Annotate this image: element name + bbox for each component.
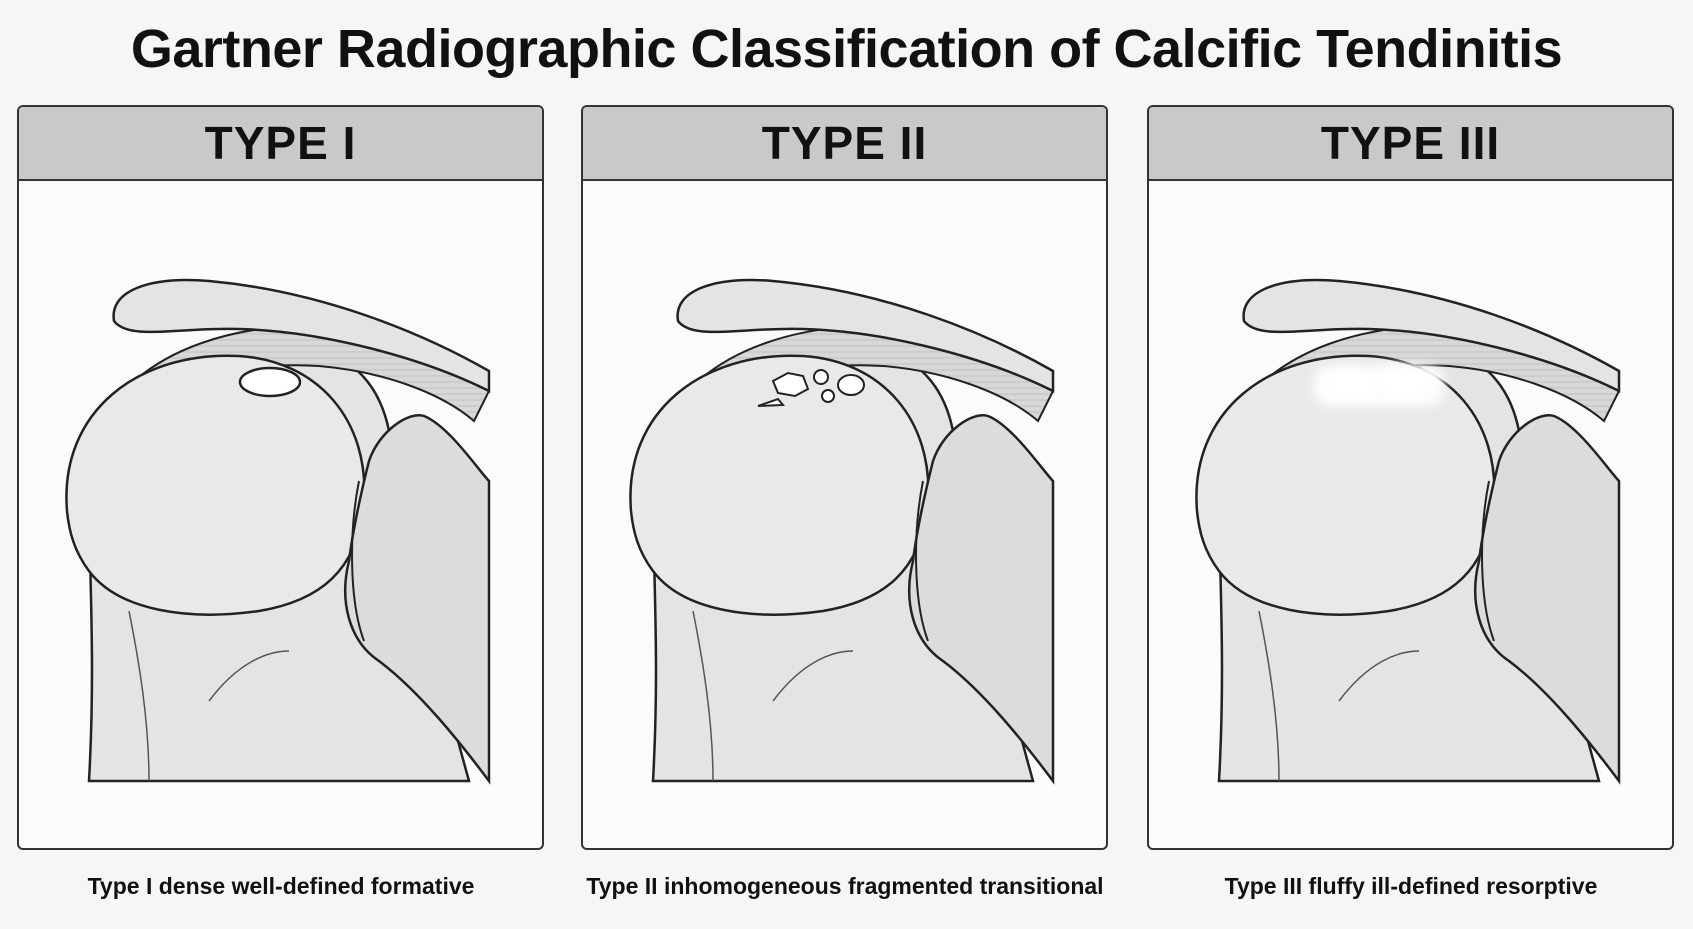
deposit-fragment	[771, 371, 810, 398]
glenoid-rim	[1481, 480, 1495, 642]
calcific-deposit-dense	[238, 366, 302, 398]
deposit-fragment	[757, 397, 786, 407]
bone-contour	[1338, 650, 1420, 702]
shoulder-illustration-type-2	[629, 278, 1055, 785]
panel-type-1: TYPE I	[17, 105, 544, 850]
acromion	[1242, 278, 1621, 394]
bone-contour	[772, 650, 854, 702]
acromion	[112, 278, 491, 394]
acromion	[676, 278, 1055, 394]
deposit-fragment	[821, 389, 835, 403]
glenoid-rim	[351, 480, 365, 642]
glenoid-rim	[915, 480, 929, 642]
panel-header-type-3: TYPE III	[1149, 107, 1672, 181]
bone-contour	[1258, 610, 1280, 782]
shoulder-illustration-type-3	[1195, 278, 1621, 785]
calcific-deposit-fragmented	[757, 369, 865, 407]
glenoid	[1474, 413, 1621, 785]
caption-type-2: Type II inhomogeneous fragmented transit…	[586, 873, 1104, 899]
panel-header-type-2: TYPE II	[583, 107, 1106, 181]
shoulder-anatomy	[629, 278, 1055, 785]
calcific-deposit-fluffy	[1314, 365, 1444, 406]
shoulder-illustration-type-1	[65, 278, 491, 785]
deposit-fragment	[837, 374, 865, 396]
humeral-head	[629, 354, 930, 616]
panel-header-type-1: TYPE I	[19, 107, 542, 181]
glenoid	[344, 413, 491, 785]
caption-type-1: Type I dense well-defined formative	[87, 873, 475, 899]
shoulder-anatomy	[65, 278, 491, 785]
caption-type-3: Type III fluffy ill-defined resorptive	[1224, 873, 1598, 899]
shoulder-anatomy	[1195, 278, 1621, 785]
bone-contour	[128, 610, 150, 782]
panel-type-3: TYPE III	[1147, 105, 1674, 850]
panel-type-2: TYPE II	[581, 105, 1108, 850]
page-title: Gartner Radiographic Classification of C…	[130, 19, 1563, 79]
glenoid	[908, 413, 1055, 785]
bone-contour	[208, 650, 290, 702]
bone-contour	[692, 610, 714, 782]
humeral-head	[65, 354, 366, 616]
deposit-fragment	[813, 369, 829, 385]
